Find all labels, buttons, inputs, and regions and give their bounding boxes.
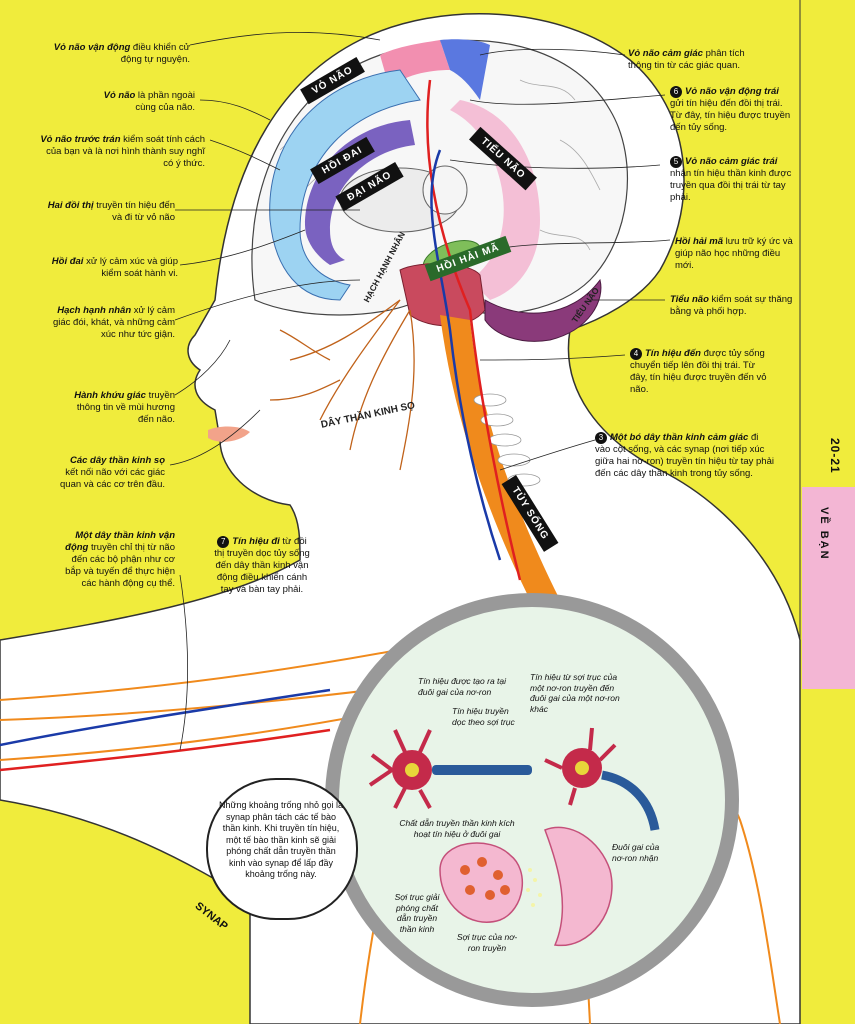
- inset-receiver-dendrite: Đuôi gai của nơ-ron nhận: [612, 842, 660, 863]
- neurotransmitter-vesicles: [460, 857, 510, 900]
- annotation-motor-nerve: Một dây thần kinh vận động truyền chỉ th…: [65, 530, 175, 589]
- dendrite-receiver: [544, 826, 613, 947]
- side-tab-label: VỀ BẠN: [818, 507, 830, 561]
- page-number: 20-21: [828, 438, 842, 474]
- frontal-cortex-region: [269, 69, 421, 301]
- annotation-olfactory: Hành khứu giác truyền thông tin về mùi h…: [74, 390, 175, 425]
- annotation-motor-cortex: Vỏ não vận động điều khiển cử động tự ng…: [53, 42, 190, 65]
- inner-pink-region: [450, 100, 540, 300]
- lips: [208, 426, 250, 442]
- inset-signal-transfer: Tín hiệu từ sợi trục của một nơ-ron truy…: [530, 672, 620, 714]
- cerebellum: [484, 278, 602, 342]
- inset-axon-release: Sợi trục giải phóng chất dẫn truyền thần…: [394, 892, 440, 934]
- synapse-inset-circle: [325, 593, 739, 1007]
- bubble-text: Những khoảng trống nhỏ gọi là synap phân…: [218, 800, 344, 879]
- annotation-prefrontal: Vỏ não trước trán kiểm soát tính cách củ…: [40, 134, 205, 169]
- synapse-dots: [526, 868, 542, 907]
- annotation-hippocampus: Hồi hải mã lưu trữ ký ức và giúp não học…: [675, 236, 793, 271]
- inset-signal-axon: Tín hiệu truyền dọc theo sợi trục: [452, 706, 515, 727]
- annotation-cerebellum: Tiểu não kiểm soát sự thăng bằng và phối…: [670, 294, 793, 317]
- inset-signal-created: Tín hiệu được tạo ra tại đuôi gai của nơ…: [418, 676, 507, 697]
- neuron-receiver: [544, 727, 660, 831]
- signal-paths: [0, 79, 522, 772]
- annotation-sensory-cortex: Vỏ não cảm giác phân tích thông tin từ c…: [628, 48, 745, 71]
- annotation-cingulate: Hồi đai xử lý cảm xúc và giúp kiểm soát …: [51, 256, 178, 279]
- annotation-cortex: Vỏ não là phần ngoài cùng của não.: [103, 90, 195, 113]
- annotation-cranial-nerves: Các dây thần kinh sọ kết nối não với các…: [60, 455, 165, 490]
- cranial-nerves: [269, 299, 415, 471]
- annotation-thalamus: Hai đồi thị truyền tín hiệu đến và đi từ…: [47, 200, 175, 223]
- axon-terminal: [439, 842, 524, 923]
- inset-sender-axon: Sợi trục của nơ-ron truyền: [456, 932, 518, 953]
- sensory-cortex: [440, 39, 490, 100]
- neuron-sender: [368, 729, 532, 809]
- annotation-amygdala: Hạch hạnh nhân xử lý cảm giác đói, khát,…: [52, 305, 175, 340]
- side-tab: VỀ BẠN: [802, 487, 855, 689]
- synapse-bubble: [206, 778, 358, 920]
- inset-neurotransmitter: Chất dẫn truyền thần kinh kích hoạt tín …: [399, 818, 515, 839]
